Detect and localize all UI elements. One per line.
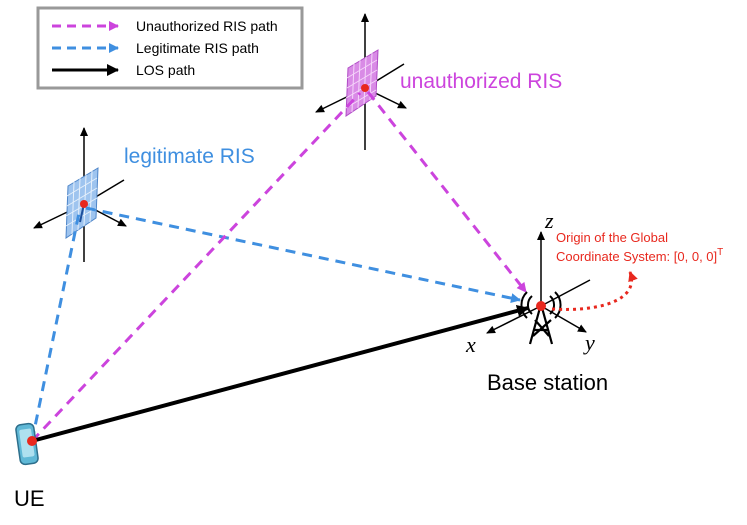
- ue-node: [27, 436, 37, 446]
- bs-axis-x: [486, 305, 542, 334]
- origin-label-line2: Coordinate System: [0, 0, 0]T: [556, 247, 723, 264]
- phone-icon: [15, 422, 39, 466]
- legitimate-path-ris-bs: [85, 206, 521, 304]
- legit-ris-node: [80, 200, 88, 208]
- los-path: [31, 305, 529, 443]
- unauthorized-ris-label: unauthorized RIS: [400, 70, 562, 93]
- legend-los-label: LOS path: [136, 62, 195, 78]
- legitimate-ris: legitimate RIS: [33, 127, 255, 262]
- legitimate-ris-label: legitimate RIS: [124, 145, 255, 168]
- origin-arrow: [551, 271, 638, 311]
- bs-node: [536, 301, 546, 311]
- origin-label-line1: Origin of the Global: [556, 230, 668, 245]
- axis-x-label: x: [465, 332, 476, 357]
- legend-legitimate-label: Legitimate RIS path: [136, 40, 259, 56]
- ue: UE: [14, 422, 45, 511]
- axis-y-label: y: [583, 330, 595, 355]
- legend: Unauthorized RIS path Legitimate RIS pat…: [36, 6, 304, 90]
- axis-z-label: z: [544, 208, 554, 233]
- base-station-label: Base station: [487, 370, 608, 395]
- bs-axis-y: [540, 305, 587, 333]
- unauthorized-path-ris-bs: [366, 91, 528, 293]
- unauthorized-path-ue-ris: [30, 91, 362, 443]
- unauthorized-ris: unauthorized RIS: [315, 13, 562, 150]
- base-station: z x y Base station: [465, 208, 608, 395]
- bs-axis-back: [540, 279, 591, 307]
- ris-panel-icon: [345, 49, 379, 117]
- legitimate-path-ue-ris: [30, 212, 81, 442]
- legend-unauthorized-label: Unauthorized RIS path: [136, 18, 278, 34]
- antenna-tower-icon: [520, 291, 562, 345]
- ue-label: UE: [14, 486, 45, 511]
- unauth-ris-node: [361, 84, 369, 92]
